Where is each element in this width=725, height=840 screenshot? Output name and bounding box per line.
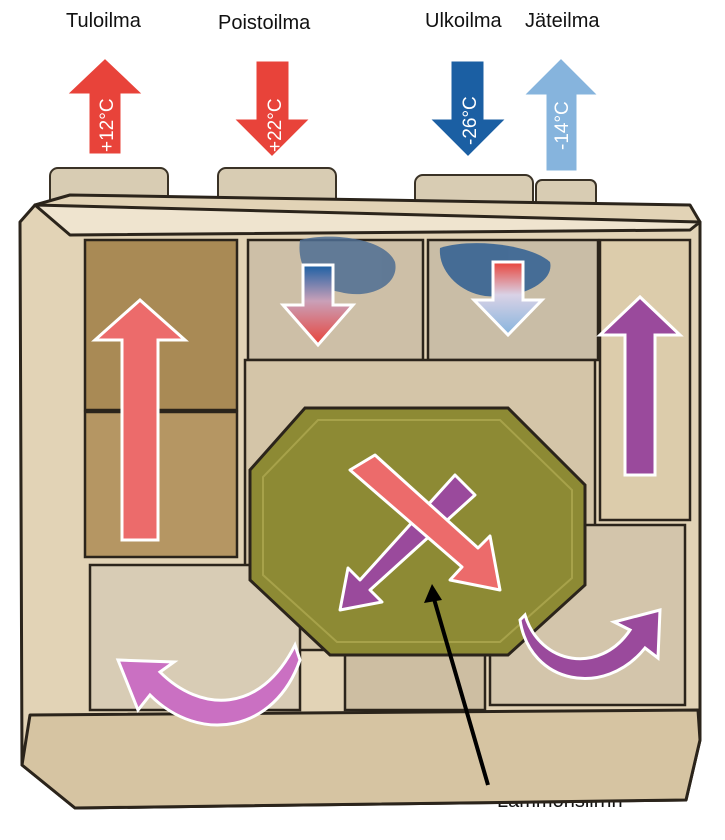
waste-air-arrow [518, 54, 604, 174]
label-outdoor-air: Ulkoilma [425, 10, 502, 32]
cross-arrow-purple [338, 473, 477, 612]
cross-arrow-pink [348, 453, 502, 592]
heat-exchanger-pointer [430, 591, 490, 786]
temp-waste-air: -14°C [552, 101, 573, 150]
fan-arrow-right [518, 608, 662, 680]
outdoor-air-arrow [424, 58, 512, 161]
chamber-supply-filter-bottom [83, 410, 239, 559]
label-supply-air: Tuloilma [66, 10, 141, 32]
label-exhaust-air: Poistoilma [218, 12, 311, 34]
heat-exchanger-cross-arrows [338, 453, 502, 612]
heat-exchanger-pointer-head [424, 584, 442, 603]
outdoor-inner-arrow [470, 260, 546, 338]
waste-inner-arrow [596, 294, 684, 477]
label-waste-air: Jäteilma [525, 10, 600, 32]
exhaust-inner-arrow [279, 263, 357, 348]
external-arrows [61, 54, 604, 174]
temp-exhaust-air: +22°C [265, 98, 286, 152]
temp-supply-air: +12°C [97, 98, 118, 152]
supply-inner-arrow [91, 297, 189, 542]
supply-air-arrow [61, 54, 149, 157]
fan-arrow-left [115, 641, 302, 727]
exhaust-air-arrow [228, 58, 316, 161]
temp-outdoor-air: -26°C [460, 96, 481, 145]
